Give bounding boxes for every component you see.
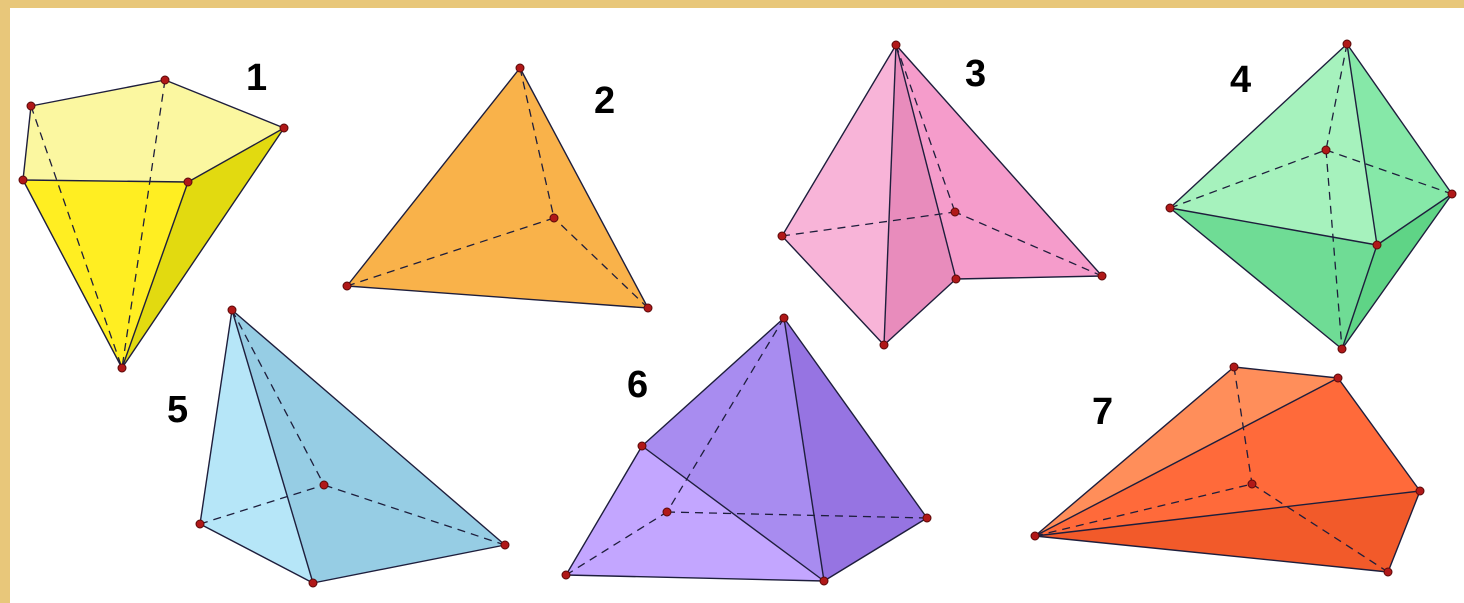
polyhedron-6-front-face [566, 446, 824, 581]
polyhedron-3-label: 3 [965, 53, 986, 95]
polyhedron-2-face [347, 68, 648, 308]
polyhedron-5-label: 5 [167, 389, 188, 431]
polyhedron-7-top-face [1035, 367, 1338, 536]
polyhedron-4-upper-front-face [1170, 44, 1377, 245]
polyhedron-7-bottom-face [1035, 491, 1420, 572]
polyhedron-3-left-face [782, 45, 896, 345]
polyhedron-4-lower-front-face [1170, 208, 1377, 349]
polyhedron-5-right-face [232, 310, 505, 583]
polyhedron-4-upper-right-face [1347, 44, 1452, 245]
polyhedron-3-middle-face [884, 45, 956, 345]
polyhedron-2: 2 [342, 63, 653, 313]
polyhedron-6-upper-face [642, 318, 824, 581]
polyhedron-1-front-face [23, 180, 188, 368]
polyhedron-4-label: 4 [1230, 59, 1251, 101]
polyhedron-6-label: 6 [627, 364, 648, 406]
polyhedron-7: 7 [1030, 362, 1425, 577]
polyhedron-2-label: 2 [594, 80, 615, 122]
polyhedron-1-top-face [23, 80, 284, 182]
polyhedron-4: 4 [1165, 39, 1457, 354]
polyhedron-1: 1 [18, 57, 289, 373]
polyhedron-1-label: 1 [246, 57, 267, 99]
polyhedron-7-label: 7 [1092, 391, 1113, 433]
polyhedron-7-side-face [1035, 378, 1420, 536]
polyhedron-6-right-face [784, 318, 927, 581]
polyhedron-3: 3 [777, 40, 1107, 350]
polyhedron-6: 6 [561, 313, 932, 586]
polyhedron-5: 5 [167, 305, 510, 588]
